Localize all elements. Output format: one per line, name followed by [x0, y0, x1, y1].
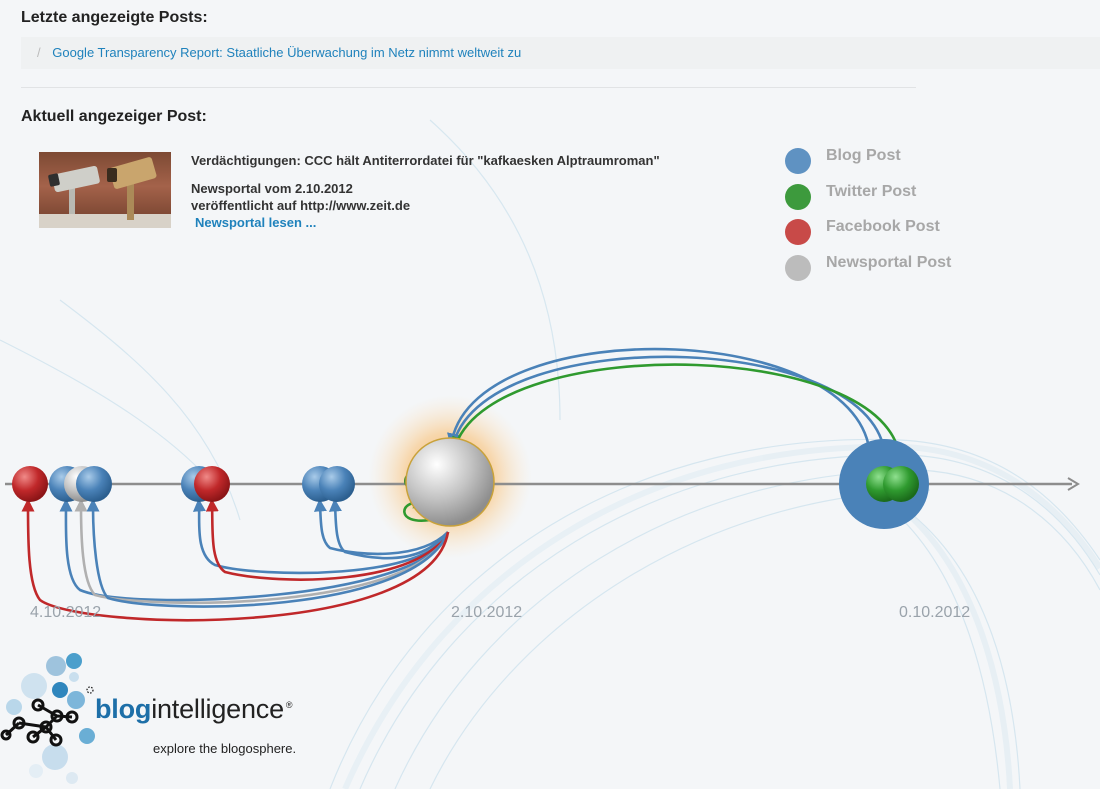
- blog-dot-icon: [785, 148, 811, 174]
- legend-label: Facebook Post: [826, 218, 940, 235]
- node-twitter[interactable]: [883, 466, 919, 502]
- current-post-heading: Aktuell angezeiger Post:: [21, 108, 207, 125]
- arc-twitter-forward: [452, 363, 902, 467]
- axis-arrow-icon: [1067, 477, 1080, 491]
- arc-blog: [59, 498, 450, 602]
- logo-word-blog: blog: [95, 694, 152, 724]
- node-facebook[interactable]: [12, 466, 48, 502]
- post-date: Newsportal vom 2.10.2012: [191, 181, 353, 196]
- current-post-info: Verdächtigungen: CCC hält Antiterrordate…: [191, 152, 660, 231]
- arc-blog: [86, 498, 450, 608]
- arc-blog: [328, 498, 450, 560]
- read-newsportal-link[interactable]: Newsportal lesen ...: [195, 215, 317, 230]
- logo-wordmark: blogintelligence®: [95, 694, 293, 725]
- twitter-dot-icon: [785, 183, 811, 210]
- recent-posts-heading: Letzte angezeigte Posts:: [21, 9, 208, 26]
- legend-label: Newsportal Post: [826, 253, 952, 271]
- arc-blog-forward: [452, 355, 887, 467]
- timeline-nodes: [12, 437, 929, 529]
- legend-label: Twitter Post: [826, 182, 917, 200]
- post-title: Verdächtigungen: CCC hält Antiterrordate…: [191, 153, 660, 168]
- legend-label: Blog Post: [826, 147, 901, 164]
- node-blog[interactable]: [319, 466, 355, 502]
- node-blog[interactable]: [76, 466, 112, 502]
- newsportal-dot-icon: [785, 254, 811, 281]
- recent-post-link[interactable]: Google Transparency Report: Staatliche Ü…: [52, 45, 522, 60]
- node-facebook[interactable]: [194, 466, 230, 502]
- arc-facebook: [21, 498, 450, 622]
- arc-blog: [313, 498, 449, 556]
- timeline-date-right: 0.10.2012: [899, 604, 971, 621]
- arc-newsportal: [74, 498, 450, 605]
- logo-word-intelligence: intelligence: [151, 694, 284, 724]
- arc-facebook: [205, 498, 450, 581]
- facebook-dot-icon: [785, 219, 811, 245]
- post-thumbnail: [39, 152, 171, 228]
- logo-tagline: explore the blogosphere.: [153, 741, 297, 756]
- node-current-newsportal[interactable]: [405, 437, 495, 527]
- timeline-date-left: 4.10.2012: [30, 604, 102, 621]
- timeline-date-middle: 2.10.2012: [451, 604, 523, 621]
- bloginintelligence-logo-icon: [0, 653, 95, 784]
- arc-blog: [192, 498, 450, 575]
- registered-mark: ®: [285, 700, 293, 710]
- post-source: veröffentlicht auf http://www.zeit.de: [191, 198, 411, 213]
- reference-arcs: [21, 347, 902, 622]
- breadcrumb-separator: /: [37, 45, 41, 60]
- arc-blog-forward: [447, 347, 872, 467]
- timeline-graph: [5, 347, 1080, 622]
- recent-posts-breadcrumb: / Google Transparency Report: Staatliche…: [21, 37, 1100, 69]
- section-divider: [21, 87, 916, 88]
